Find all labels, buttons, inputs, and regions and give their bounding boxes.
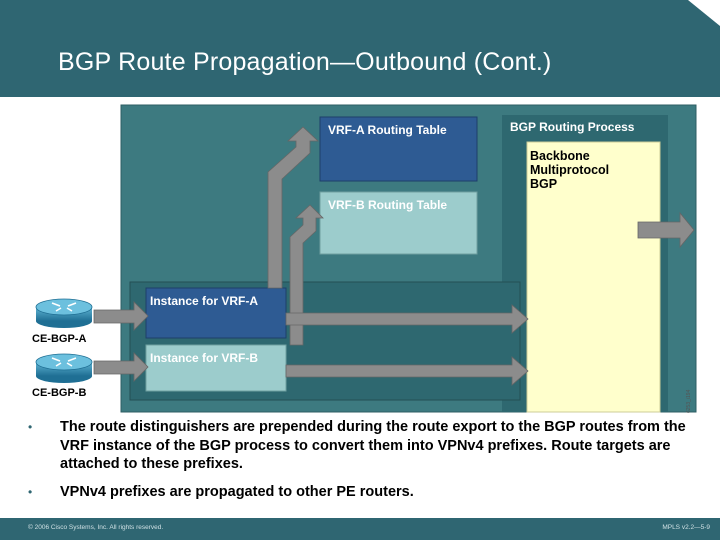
vrf-a-table-label: VRF-A Routing Table — [328, 123, 447, 137]
diagram-canvas — [35, 104, 697, 413]
arrow-ce-b-in — [93, 352, 149, 382]
bgp-process-label: BGP Routing Process — [510, 120, 635, 134]
figure-id-watermark: 6253_i194 — [686, 389, 692, 413]
instance-vrf-a-box — [145, 287, 287, 339]
instance-vrf-a-label: Instance for VRF-A — [150, 294, 259, 308]
arrow-instance-b-to-bgp — [285, 356, 529, 386]
slide-number: MPLS v2.2—5-9 — [662, 524, 710, 531]
ce-bgp-b-router-icon — [35, 353, 93, 383]
ce-bgp-b-label: CE-BGP-B — [32, 387, 87, 399]
bullet-dot-icon: • — [28, 420, 33, 434]
ce-bgp-a-label: CE-BGP-A — [32, 333, 87, 345]
bullet-list: • The route distinguishers are prepended … — [28, 418, 698, 510]
arrow-ce-a-in — [93, 301, 149, 331]
bgp-propagation-diagram: VRF-A Routing Table VRF-B Routing Table … — [0, 97, 720, 417]
arrow-instance-b-to-vrf-b-table — [289, 204, 324, 346]
backbone-bgp-label: Backbone Multiprotocol BGP — [530, 149, 610, 191]
arrow-instance-a-to-bgp — [285, 304, 529, 334]
slide-footer: © 2006 Cisco Systems, Inc. All rights re… — [0, 518, 720, 540]
bullet-dot-icon: • — [28, 484, 33, 499]
vrf-b-table-label: VRF-B Routing Table — [328, 198, 448, 212]
slide-header: BGP Route Propagation—Outbound (Cont.) — [0, 0, 720, 97]
slide-title: BGP Route Propagation—Outbound (Cont.) — [58, 48, 552, 76]
header-corner-notch — [688, 0, 720, 26]
arrow-instance-a-to-vrf-a-table — [267, 126, 320, 289]
copyright-text: © 2006 Cisco Systems, Inc. All rights re… — [28, 524, 164, 531]
vrf-b-table-box — [319, 191, 478, 255]
instance-vrf-b-box — [145, 344, 287, 392]
bullet-text: The route distinguishers are prepended d… — [60, 419, 686, 472]
instance-vrf-b-label: Instance for VRF-B — [150, 351, 259, 365]
bullet-text: VPNv4 prefixes are propagated to other P… — [60, 483, 414, 500]
arrow-bgp-outbound — [637, 211, 695, 249]
bullet-item: • The route distinguishers are prepended … — [28, 418, 698, 474]
vrf-a-table-box — [319, 116, 478, 182]
bgp-process-panel — [526, 141, 661, 413]
ce-bgp-a-router-icon — [35, 298, 93, 328]
bullet-item: • VPNv4 prefixes are propagated to other … — [28, 483, 698, 502]
